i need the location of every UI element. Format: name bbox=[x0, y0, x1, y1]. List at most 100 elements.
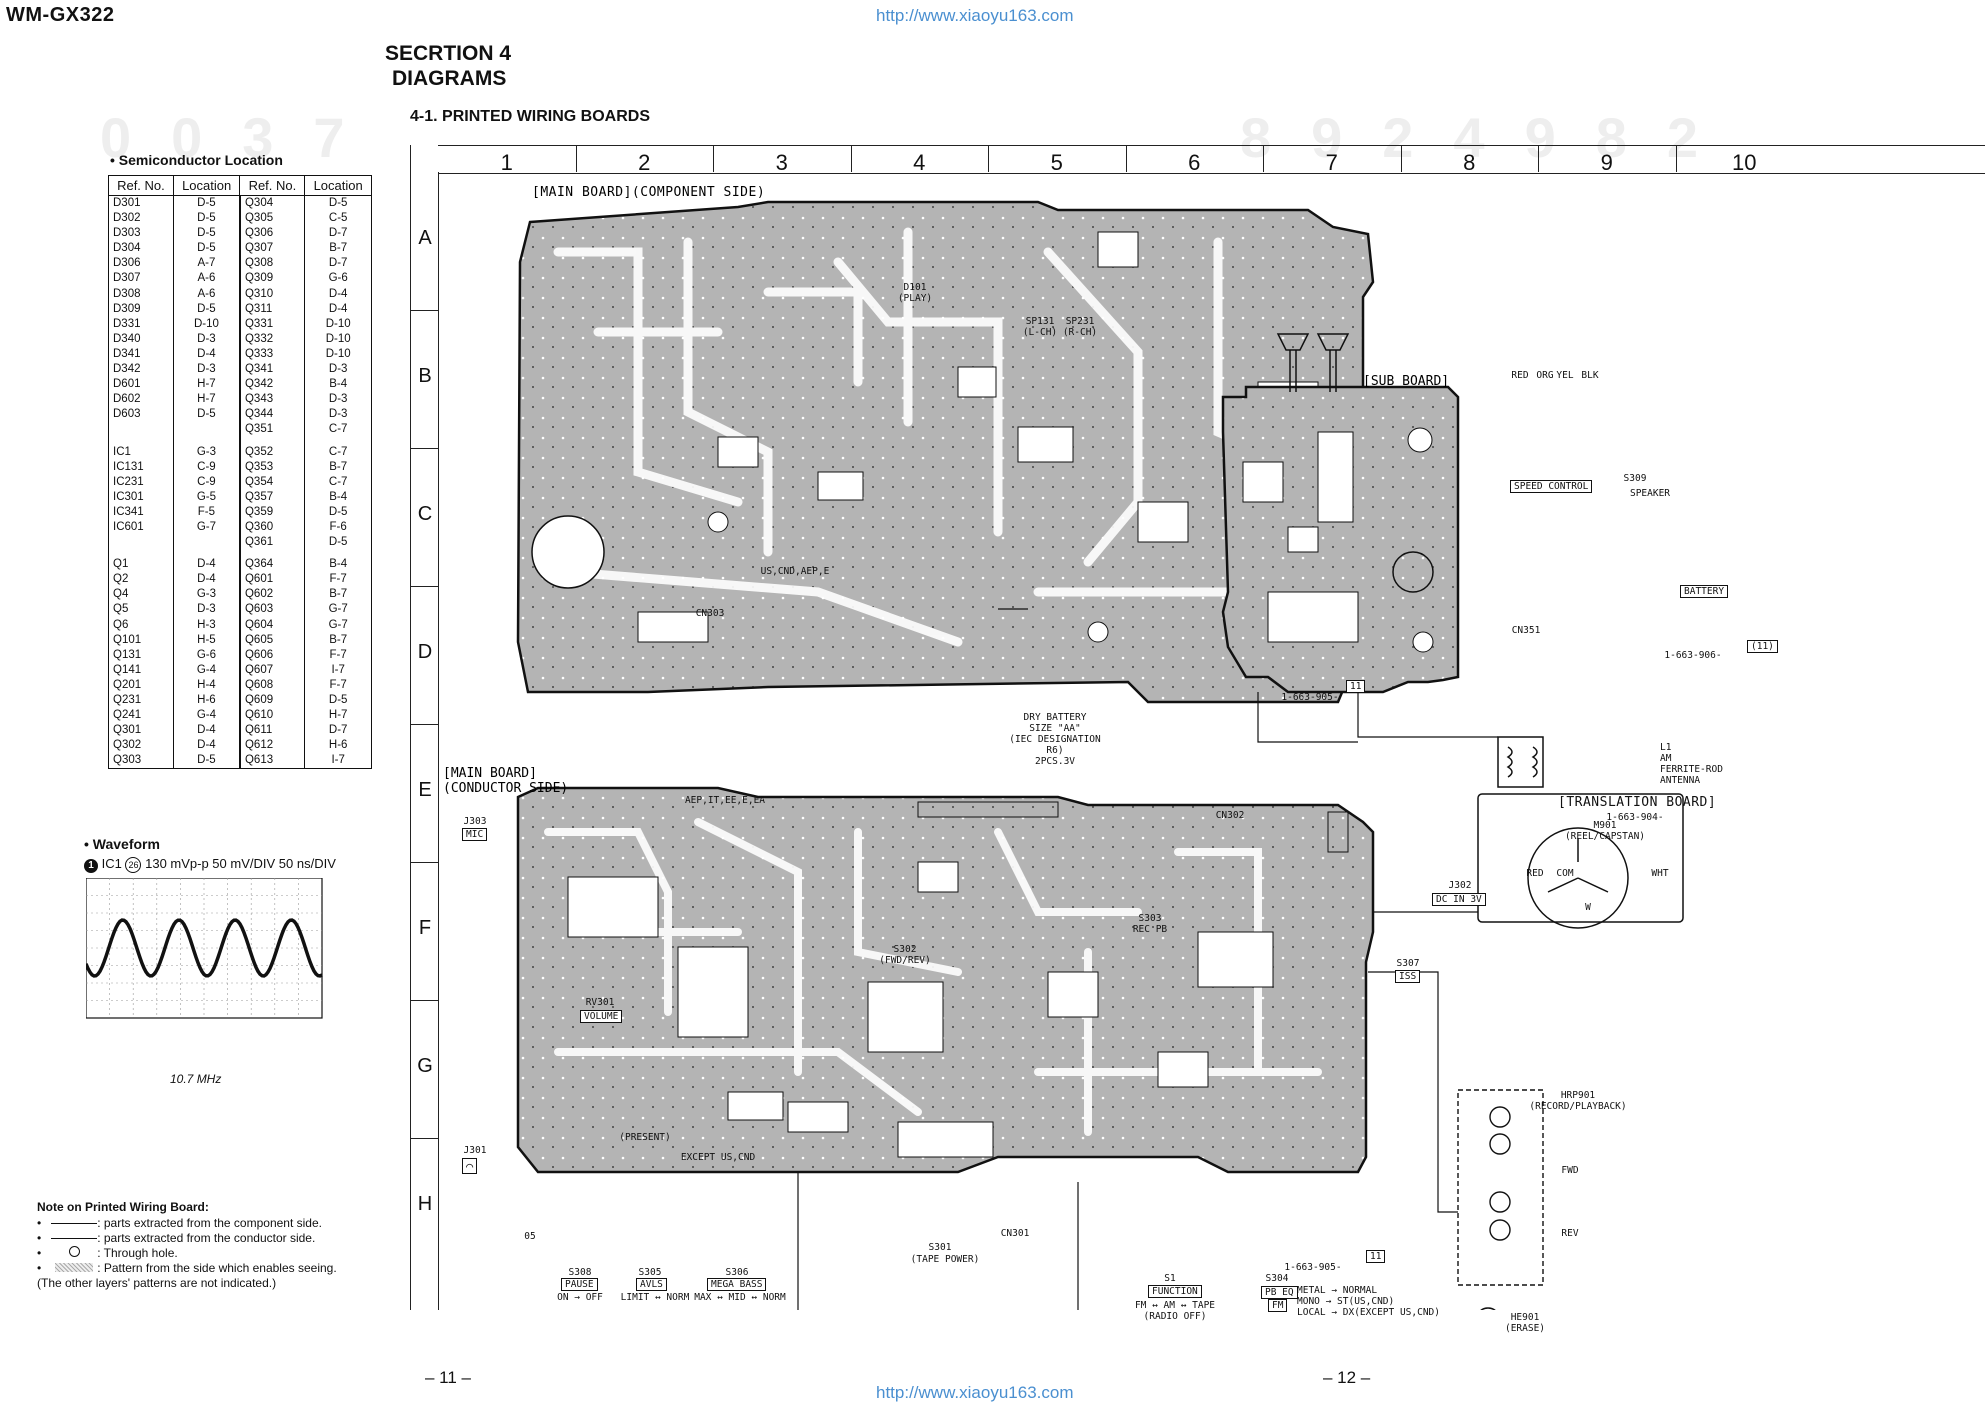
table-cell: D-7 bbox=[304, 226, 372, 242]
head-hrp901 bbox=[1457, 1089, 1544, 1310]
table-gap bbox=[108, 437, 372, 445]
table-cell: Q311 bbox=[238, 301, 305, 317]
function-label: FUNCTION bbox=[1148, 1285, 1202, 1298]
table-cell: H-7 bbox=[172, 377, 240, 393]
waveform-values: 130 mVp-p 50 mV/DIV 50 ns/DIV bbox=[145, 856, 336, 871]
battery-sub-label: BATTERY bbox=[1680, 585, 1729, 598]
j303-label: J303 bbox=[463, 816, 487, 827]
table-cell: Q364 bbox=[238, 557, 305, 573]
table-cell: C-7 bbox=[304, 444, 372, 460]
table-cell: G-3 bbox=[172, 444, 240, 460]
table-cell: D-5 bbox=[172, 301, 240, 317]
headphone-jack-icon: ⌒ bbox=[462, 1158, 478, 1174]
table-cell: B-7 bbox=[304, 632, 372, 648]
avls-label: AVLS bbox=[636, 1278, 667, 1291]
note-item: • : parts extracted from the conductor s… bbox=[37, 1231, 316, 1245]
pb-eq-label: PB EQ bbox=[1261, 1286, 1298, 1299]
page-number-left: – 11 – bbox=[425, 1368, 472, 1387]
table-cell: C-9 bbox=[172, 459, 240, 475]
table-cell: H-5 bbox=[172, 632, 240, 648]
grid-row-label: D bbox=[417, 641, 433, 663]
pause-label: PAUSE bbox=[561, 1278, 598, 1291]
table-cell: Q352 bbox=[238, 444, 305, 460]
table-cell: Q231 bbox=[108, 693, 174, 709]
sp231-label: SP231(R-CH) bbox=[1062, 316, 1098, 338]
table-cell: G-7 bbox=[172, 519, 240, 536]
waveform-caption: 10.7 MHz bbox=[170, 1072, 222, 1086]
table-cell: Q304 bbox=[238, 195, 305, 212]
table-cell: D-3 bbox=[304, 407, 372, 423]
grid-row-divider bbox=[410, 310, 438, 311]
table-cell: H-6 bbox=[172, 693, 240, 709]
table-cell: H-4 bbox=[172, 677, 240, 693]
table-cell: D-4 bbox=[172, 738, 240, 754]
s307-label: S307 bbox=[1396, 958, 1420, 969]
waveform-title: • Waveform bbox=[84, 836, 160, 852]
table-cell: D-3 bbox=[172, 602, 240, 618]
table-cell: D306 bbox=[108, 256, 174, 272]
table-cell: D340 bbox=[108, 331, 174, 347]
note-item: • : Through hole. bbox=[37, 1246, 178, 1260]
table-cell: B-4 bbox=[304, 489, 372, 505]
sub-board-label: [SUB BOARD] bbox=[1363, 374, 1449, 389]
table-cell: F-6 bbox=[304, 519, 372, 536]
notes-title: Note on Printed Wiring Board: bbox=[37, 1200, 209, 1214]
table-cell: D-5 bbox=[172, 211, 240, 227]
table-cell: G-3 bbox=[172, 587, 240, 603]
table-cell: F-5 bbox=[172, 504, 240, 520]
table-cell: D301 bbox=[108, 195, 174, 212]
motor-label: M901(REEL/CAPSTAN) bbox=[1564, 820, 1646, 842]
table-cell: D-10 bbox=[304, 316, 372, 332]
grid-row-label: A bbox=[418, 227, 432, 249]
notes-footer: (The other layers' patterns are not indi… bbox=[37, 1276, 277, 1290]
grid-row-label: E bbox=[418, 779, 432, 801]
table-cell: D-10 bbox=[304, 346, 372, 363]
table-cell: Q333 bbox=[238, 346, 305, 363]
grid-row-divider bbox=[410, 586, 438, 587]
function-values: FM ↔ AM ↔ TAPE(RADIO OFF) bbox=[1134, 1300, 1216, 1322]
waveform-trace bbox=[86, 918, 323, 978]
column-header-strip bbox=[438, 145, 1985, 174]
source-url-bottom[interactable]: http://www.xiaoyu163.com bbox=[876, 1383, 1074, 1402]
waveform-spec: 1 IC1 26 130 mVp-p 50 mV/DIV 50 ns/DIV bbox=[84, 856, 336, 873]
grid-row-divider bbox=[410, 1000, 438, 1001]
table-cell: Q6 bbox=[108, 617, 174, 633]
grid-column-label: 7 bbox=[1325, 150, 1338, 175]
rev-label: REV bbox=[1561, 1228, 1579, 1239]
table-cell: B-4 bbox=[304, 377, 372, 393]
column-header: Ref. No. bbox=[239, 175, 306, 196]
present-label: (PRESENT) bbox=[619, 1132, 671, 1143]
tape-power-label: (TAPE POWER) bbox=[910, 1254, 980, 1265]
table-cell: D-4 bbox=[304, 301, 372, 317]
table-cell: Q357 bbox=[238, 489, 305, 505]
wiring-diagram: [MAIN BOARD](COMPONENT SIDE) bbox=[443, 185, 1684, 1310]
motor-com: COM bbox=[1556, 868, 1574, 879]
except-label: EXCEPT US,CND bbox=[680, 1152, 756, 1163]
grid-column-label: 5 bbox=[1050, 150, 1063, 175]
table-cell: I-7 bbox=[304, 753, 372, 769]
table-cell: Q302 bbox=[108, 738, 174, 754]
table-cell: D602 bbox=[108, 392, 174, 408]
table-cell: Q131 bbox=[108, 647, 174, 663]
section-title: SECRTION 4 bbox=[385, 42, 512, 65]
o5-label: 05 bbox=[524, 1231, 536, 1242]
motor-red: RED bbox=[1526, 868, 1544, 879]
table-cell: H-7 bbox=[172, 392, 240, 408]
table-cell: D-5 bbox=[304, 504, 372, 520]
table-cell: Q609 bbox=[238, 693, 305, 709]
source-url-top[interactable]: http://www.xiaoyu163.com bbox=[876, 6, 1074, 25]
s305-label: S305 bbox=[638, 1267, 662, 1278]
table-cell bbox=[108, 535, 174, 551]
table-cell: G-6 bbox=[172, 647, 240, 663]
grid-row-divider bbox=[410, 862, 438, 863]
table-cell bbox=[172, 535, 240, 551]
table-cell: D601 bbox=[108, 377, 174, 393]
